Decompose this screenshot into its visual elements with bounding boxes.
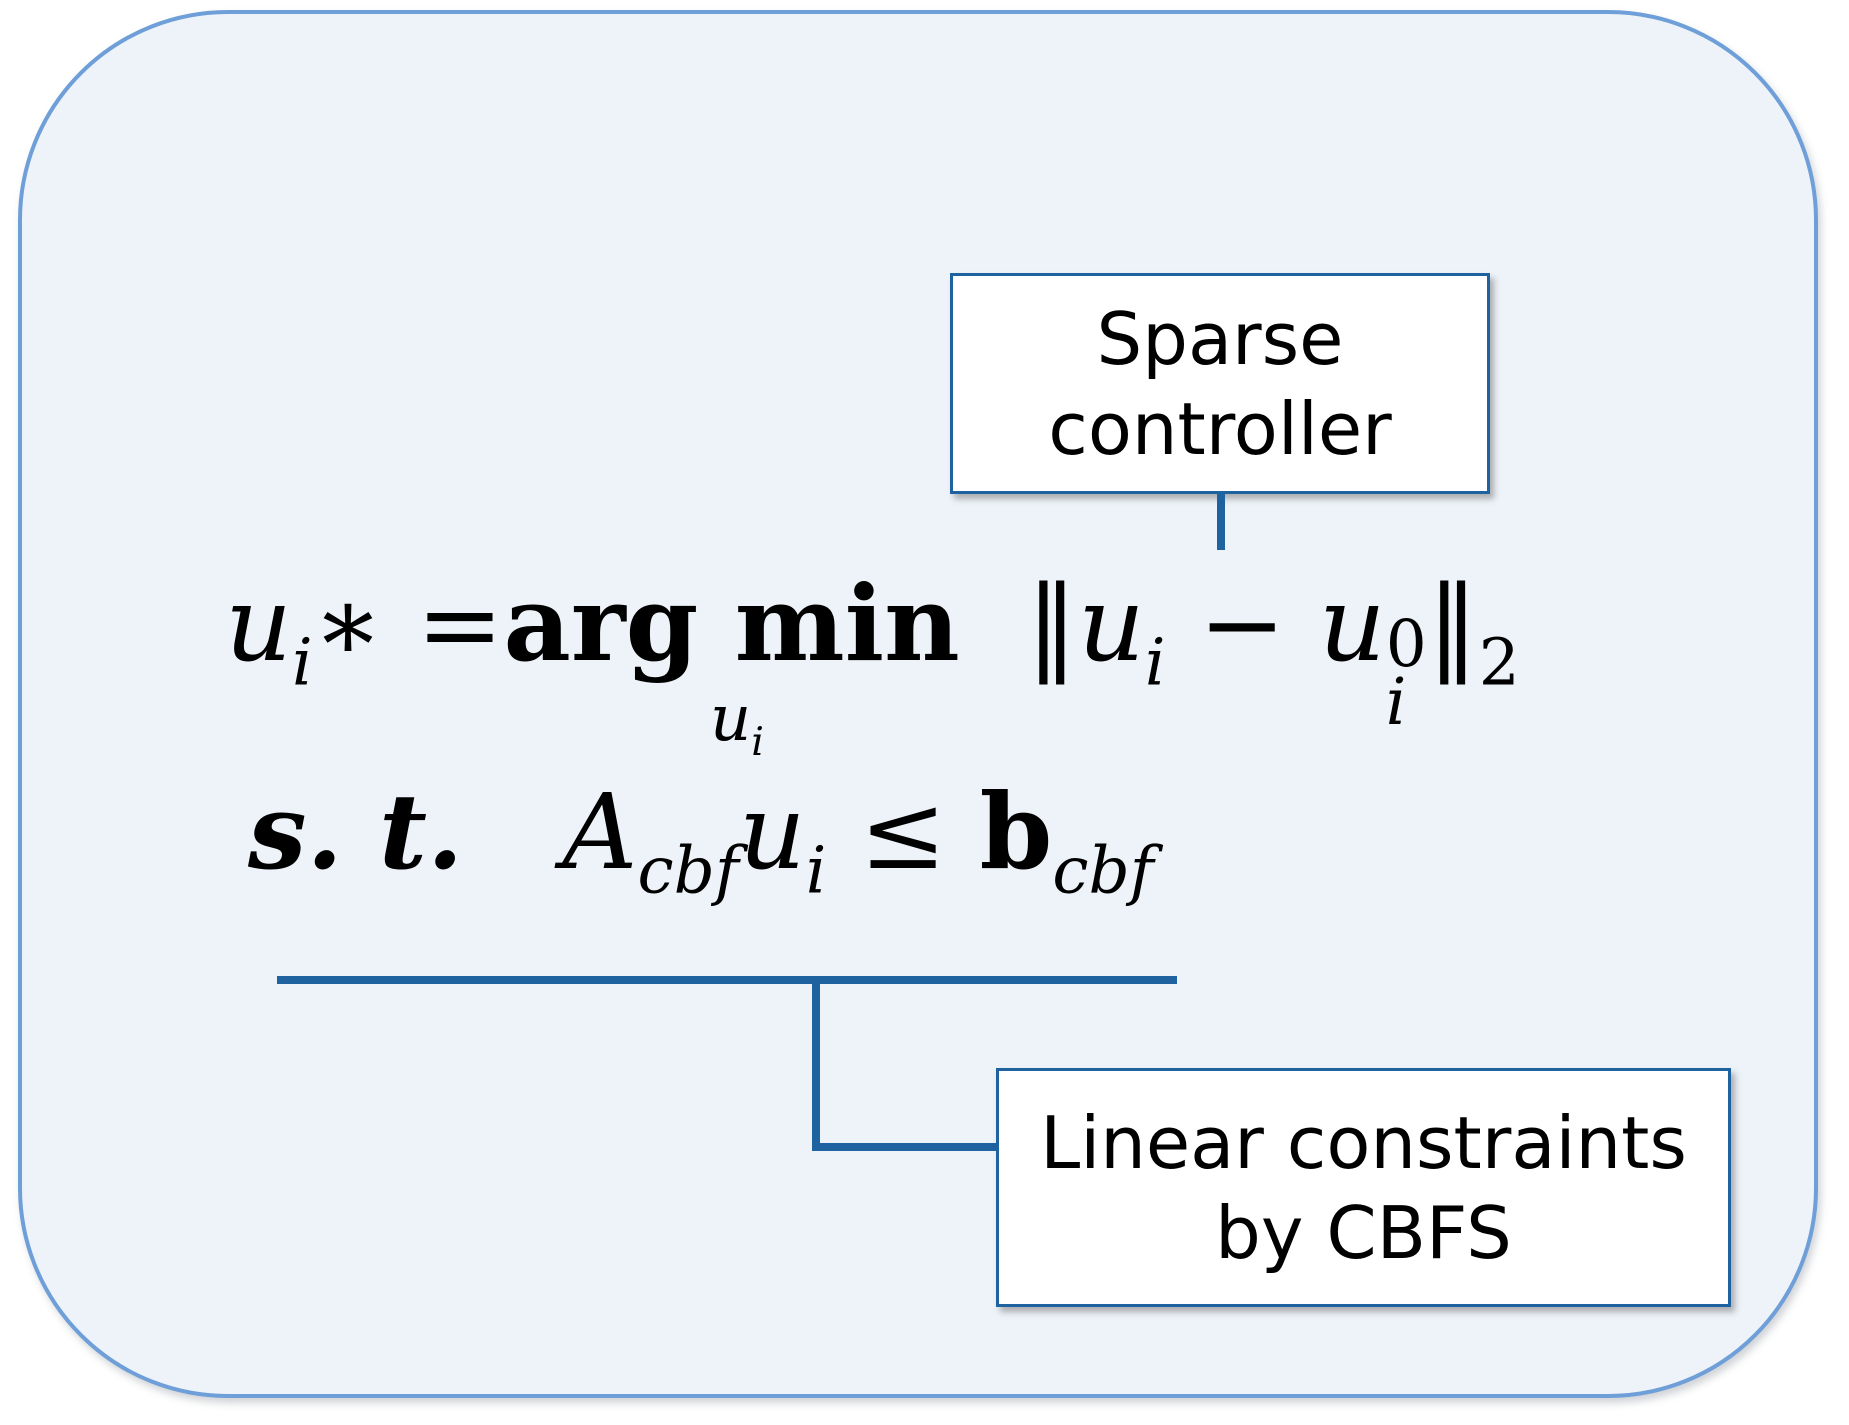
ref-sub: i <box>1385 665 1407 741</box>
linear-constraints-line2: by CBFS <box>1215 1190 1512 1275</box>
constraint-matrix-sub: cbf <box>637 833 739 909</box>
constraint-var: u <box>738 771 806 893</box>
constraint-bracket-elbow <box>812 1143 998 1151</box>
objective-lhs-star: ∗ = <box>312 563 504 685</box>
norm-open: ‖ <box>1025 563 1078 685</box>
norm-close: ‖ <box>1426 563 1479 685</box>
such-that-label: s. t. <box>248 770 464 893</box>
constraint-bracket-line <box>277 976 1177 984</box>
constraint-matrix: A <box>562 771 638 893</box>
minus-sign: − <box>1198 563 1286 685</box>
objective-lhs-sub: i <box>291 625 313 701</box>
sparse-controller-callout: Sparse controller <box>950 273 1490 494</box>
norm-index: 2 <box>1478 625 1520 701</box>
sparse-controller-line2: controller <box>1048 386 1392 471</box>
norm-var-sub: i <box>1144 625 1166 701</box>
constraint-equation: s. t. Acbfui ≤ bcbf <box>248 770 1154 909</box>
constraint-bracket-stem <box>812 976 820 1151</box>
norm-var: u <box>1077 563 1145 685</box>
sparse-controller-line1: Sparse <box>1096 296 1344 381</box>
ref-sup: 0 <box>1385 607 1427 683</box>
sparse-controller-connector <box>1217 494 1225 550</box>
leq-sign: ≤ <box>859 771 947 893</box>
objective-lhs-var: u <box>225 563 292 685</box>
argmin-subscript: ui <box>710 682 764 765</box>
constraint-var-sub: i <box>805 833 827 909</box>
constraint-rhs: b <box>979 770 1053 893</box>
constraint-rhs-sub: cbf <box>1052 833 1154 909</box>
argmin-under-sub: i <box>751 719 764 766</box>
linear-constraints-callout: Linear constraints by CBFS <box>996 1068 1731 1307</box>
argmin-word: arg min <box>503 562 960 685</box>
ref-var: u <box>1318 563 1386 685</box>
linear-constraints-line1: Linear constraints <box>1040 1100 1687 1185</box>
argmin-under-var: u <box>710 682 752 756</box>
